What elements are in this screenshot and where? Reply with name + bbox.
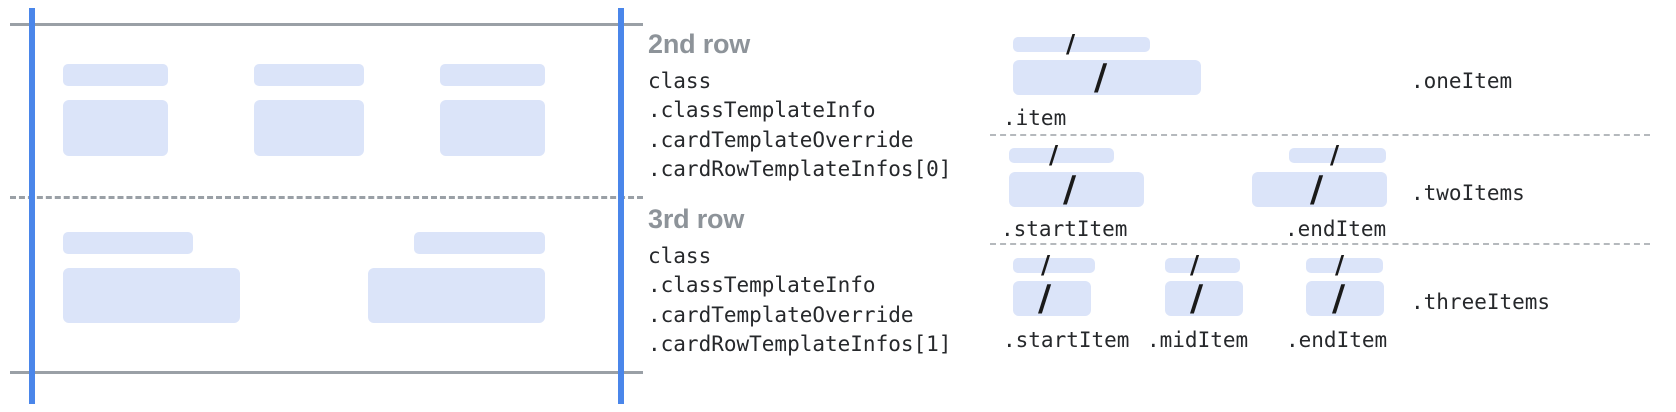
top-guide-line [10, 23, 643, 26]
threeitems-miditem-content-box [1165, 281, 1243, 316]
annotation-code-line: .cardRowTemplateInfos[0] [648, 157, 952, 182]
threeitems-startitem-caption: .startItem [1003, 328, 1130, 352]
threeitems-enditem-content-box [1306, 281, 1384, 316]
twoitems-startitem-label-bar [1009, 148, 1114, 163]
row3-col2-content-box [368, 268, 545, 323]
threeitems-startitem-content-box [1013, 281, 1091, 316]
annotation-title: 3rd row [648, 204, 745, 234]
annotation-code-line: .classTemplateInfo [648, 273, 876, 298]
twoitems-enditem-caption: .endItem [1285, 217, 1387, 241]
annotation-3rd-row: 3rd row class .classTemplateInfo .cardTe… [648, 204, 952, 360]
row-divider-dashed [10, 196, 643, 199]
annotation-code-line: .cardTemplateOverride [648, 302, 914, 327]
threeitems-enditem-caption: .endItem [1286, 328, 1388, 352]
annotation-code-line: class [648, 243, 712, 268]
twoitems-startitem-caption: .startItem [1001, 217, 1128, 241]
threeitems-miditem-label-bar [1165, 258, 1240, 273]
threeitems-enditem-label-bar [1306, 258, 1383, 273]
twoitems-enditem-content-box [1252, 172, 1387, 207]
twoitems-startitem-content-box [1009, 172, 1144, 207]
row3-col1-label-bar [63, 232, 193, 254]
row2-col3-content-box [440, 100, 545, 156]
annotation-code-line: .cardTemplateOverride [648, 127, 914, 152]
threeitems-miditem-caption: .midItem [1147, 328, 1249, 352]
row2-col3-label-bar [440, 64, 545, 86]
right-edge-marker [618, 8, 624, 404]
row2-col2-content-box [254, 100, 364, 156]
annotation-code-line: .cardRowTemplateInfos[1] [648, 332, 952, 357]
annotation-code-line: class [648, 68, 712, 93]
annotation-2nd-row: 2nd row class .classTemplateInfo .cardTe… [648, 29, 952, 185]
variant-divider-2 [990, 243, 1650, 245]
bottom-guide-line [10, 371, 643, 374]
row2-col1-content-box [63, 100, 168, 156]
annotation-code-line: .classTemplateInfo [648, 98, 876, 123]
oneitem-item-label-bar [1013, 37, 1150, 52]
card-rows-preview [0, 0, 660, 412]
twoitems-variant-label: .twoItems [1411, 181, 1525, 205]
left-edge-marker [29, 8, 35, 404]
threeitems-variant-label: .threeItems [1411, 290, 1551, 314]
oneitem-item-content-box [1013, 60, 1201, 95]
variant-divider-1 [990, 134, 1650, 136]
threeitems-startitem-label-bar [1013, 258, 1095, 273]
row2-col2-label-bar [254, 64, 364, 86]
row2-col1-label-bar [63, 64, 168, 86]
oneitem-variant-label: .oneItem [1411, 69, 1513, 93]
annotation-title: 2nd row [648, 29, 751, 59]
row3-col2-label-bar [414, 232, 545, 254]
row3-col1-content-box [63, 268, 240, 323]
oneitem-item-caption: .item [1003, 106, 1067, 130]
twoitems-enditem-label-bar [1289, 148, 1386, 163]
